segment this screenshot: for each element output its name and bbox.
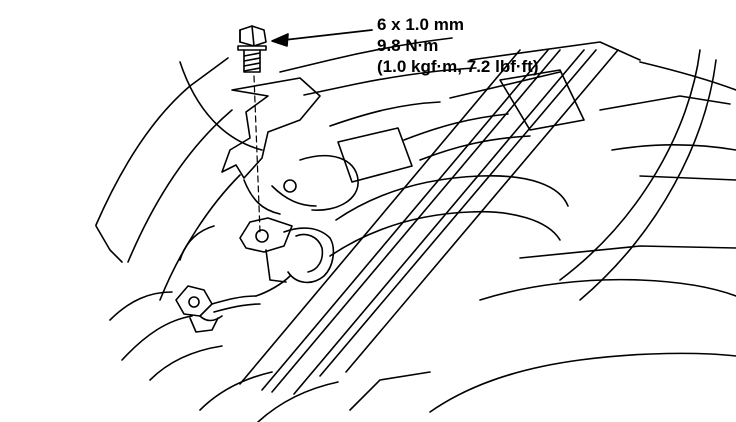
torque-alt-label: (1.0 kgf·m, 7.2 lbf·ft) — [377, 57, 539, 76]
bolt-icon — [237, 25, 267, 73]
end-link-joint — [175, 275, 291, 333]
torque-spec-callout: 6 x 1.0 mm 9.8 N·m (1.0 kgf·m, 7.2 lbf·f… — [377, 14, 539, 77]
torque-nm-label: 9.8 N·m — [377, 36, 439, 55]
vehicle-frame — [95, 37, 736, 422]
bolt-alignment-line — [253, 75, 261, 233]
stabilizer-bar — [239, 49, 717, 395]
clamp-bracket — [239, 217, 335, 284]
bolt-size-label: 6 x 1.0 mm — [377, 15, 464, 34]
callout-leader-arrow — [271, 29, 373, 47]
